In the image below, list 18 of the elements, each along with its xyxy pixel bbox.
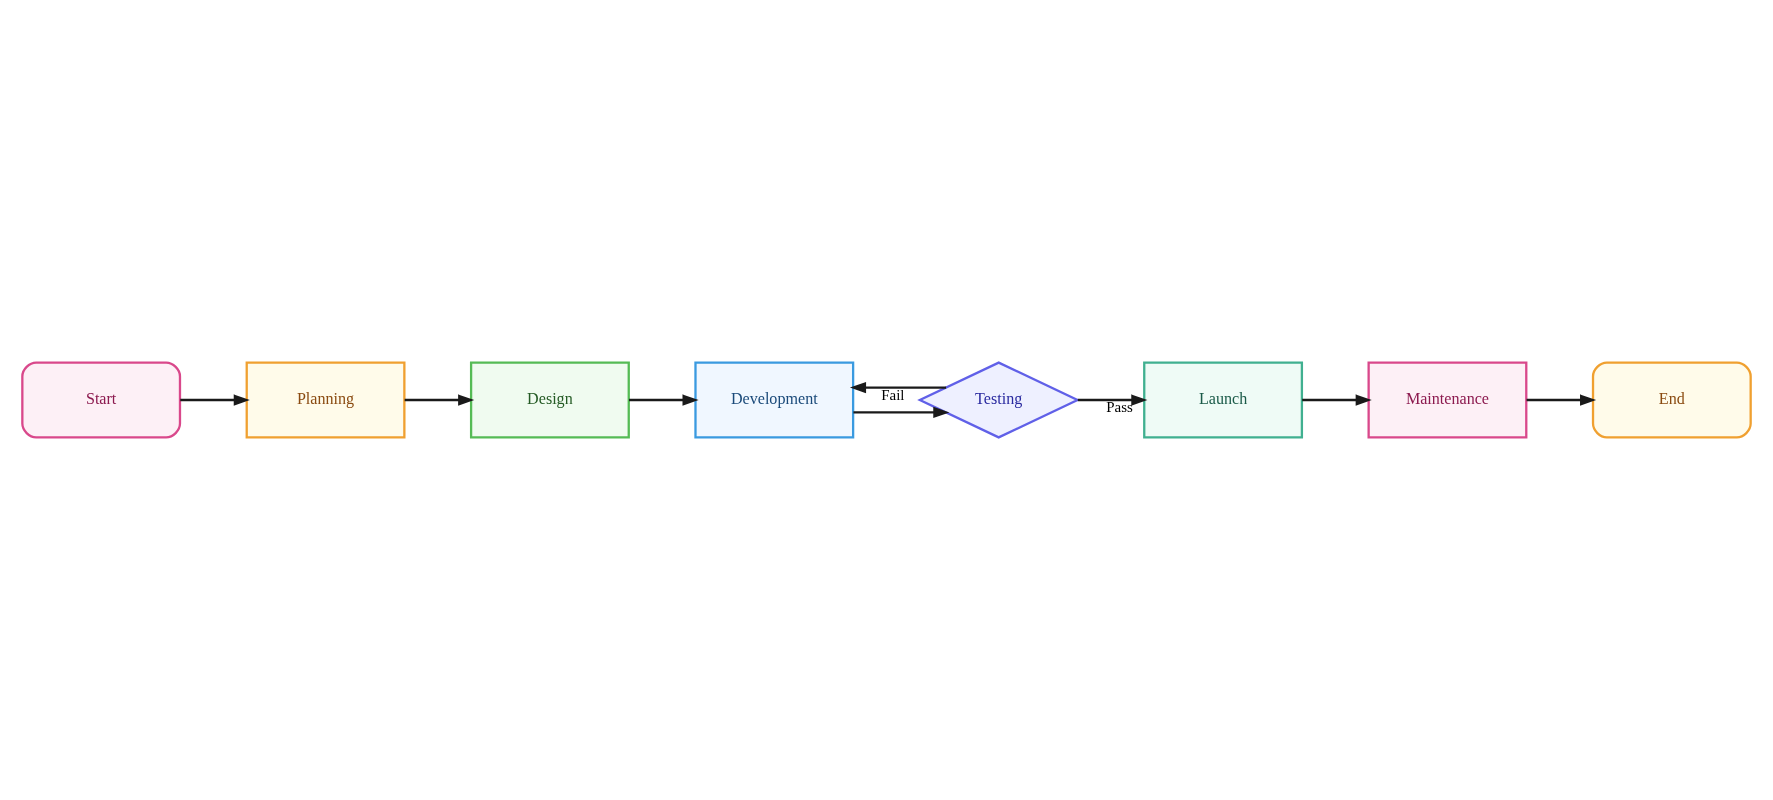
node-box: Launch <box>1143 361 1304 439</box>
arrow <box>180 394 250 406</box>
arrow <box>853 406 950 419</box>
arrow <box>1077 394 1148 406</box>
node-box: Planning <box>245 361 406 439</box>
edge-label: Fail <box>881 386 905 403</box>
arrow <box>404 394 475 406</box>
node-box: Maintenance <box>1367 361 1528 439</box>
arrow <box>1526 394 1597 406</box>
arrow <box>629 394 699 406</box>
arrow <box>1302 394 1372 406</box>
node-box: End <box>1591 361 1752 439</box>
node-box: Design <box>469 361 630 439</box>
arrow <box>849 381 947 394</box>
node-diamond: Testing <box>917 361 1081 439</box>
node-box: Development <box>694 361 855 439</box>
node-box: Start <box>21 361 182 439</box>
edge-label: Pass <box>1106 398 1133 415</box>
